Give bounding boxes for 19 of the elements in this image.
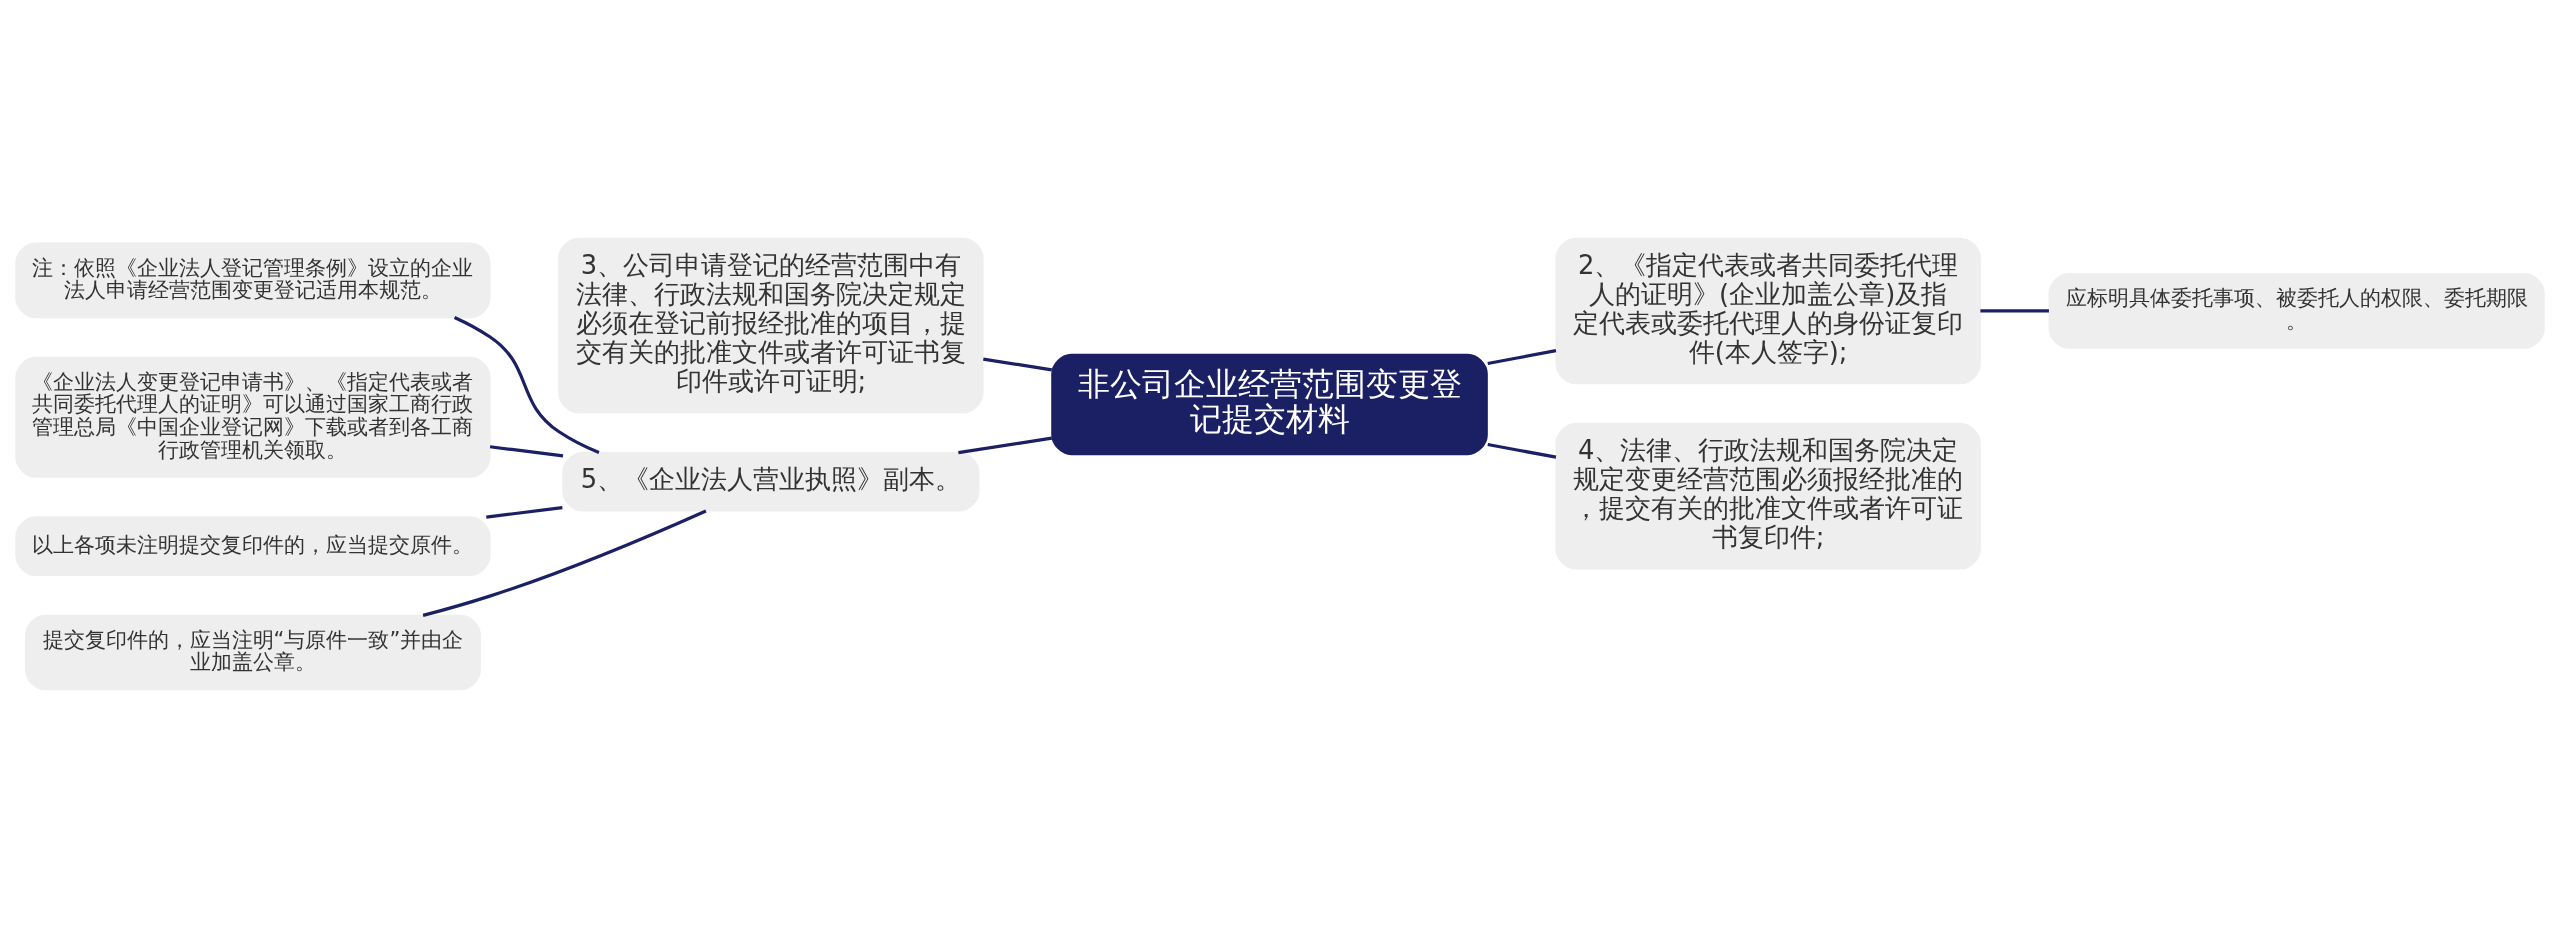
connector (486, 505, 563, 519)
node-box: 注：依照《企业法人登记管理条例》设立的企业法人申请经营范围变更登记适用本规范。 (15, 241, 491, 318)
node-box: 非公司企业经营范围变更登记提交材料 (1051, 353, 1488, 455)
connector (489, 444, 564, 457)
node-box: 以上各项未注明提交复印件的，应当提交原件。 (15, 515, 491, 576)
node-box: 《企业法人变更登记申请书》、《指定代表或者共同委托代理人的证明》可以通过国家工商行政管理总局《中国企业登记网》下载或者到各工商行政管理机关领取。 (15, 356, 491, 478)
node-box: 4、法律、行政法规和国务院决定规定变更经营范围必须报经批准的，提交有关的批准文件或者许可证书复印件; (1555, 422, 1981, 570)
connector (1980, 308, 2049, 313)
connector (453, 315, 600, 454)
node-box: 提交复印件的，应当注明“与原件一致”并由企业加盖公章。 (24, 614, 481, 690)
connector (422, 508, 707, 617)
node-box: 应标明具体委托事项、被委托人的权限、委托期限。 (2048, 272, 2545, 349)
connector (958, 436, 1053, 454)
connector (983, 356, 1052, 372)
connector (1487, 442, 1557, 459)
node-box: 5、《企业法人营业执照》副本。 (562, 451, 980, 512)
connector (1487, 348, 1557, 365)
node-box: 3、公司申请登记的经营范围中有法律、行政法规和国务院决定规定必须在登记前报经批准的项目，提交有关的批准文件或者许可证书复印件或许可证明; (558, 237, 984, 413)
node-box: 2、《指定代表或者共同委托代理人的证明》(企业加盖公章)及指定代表或委托代理人的身份证复印件(本人签字); (1555, 237, 1981, 384)
